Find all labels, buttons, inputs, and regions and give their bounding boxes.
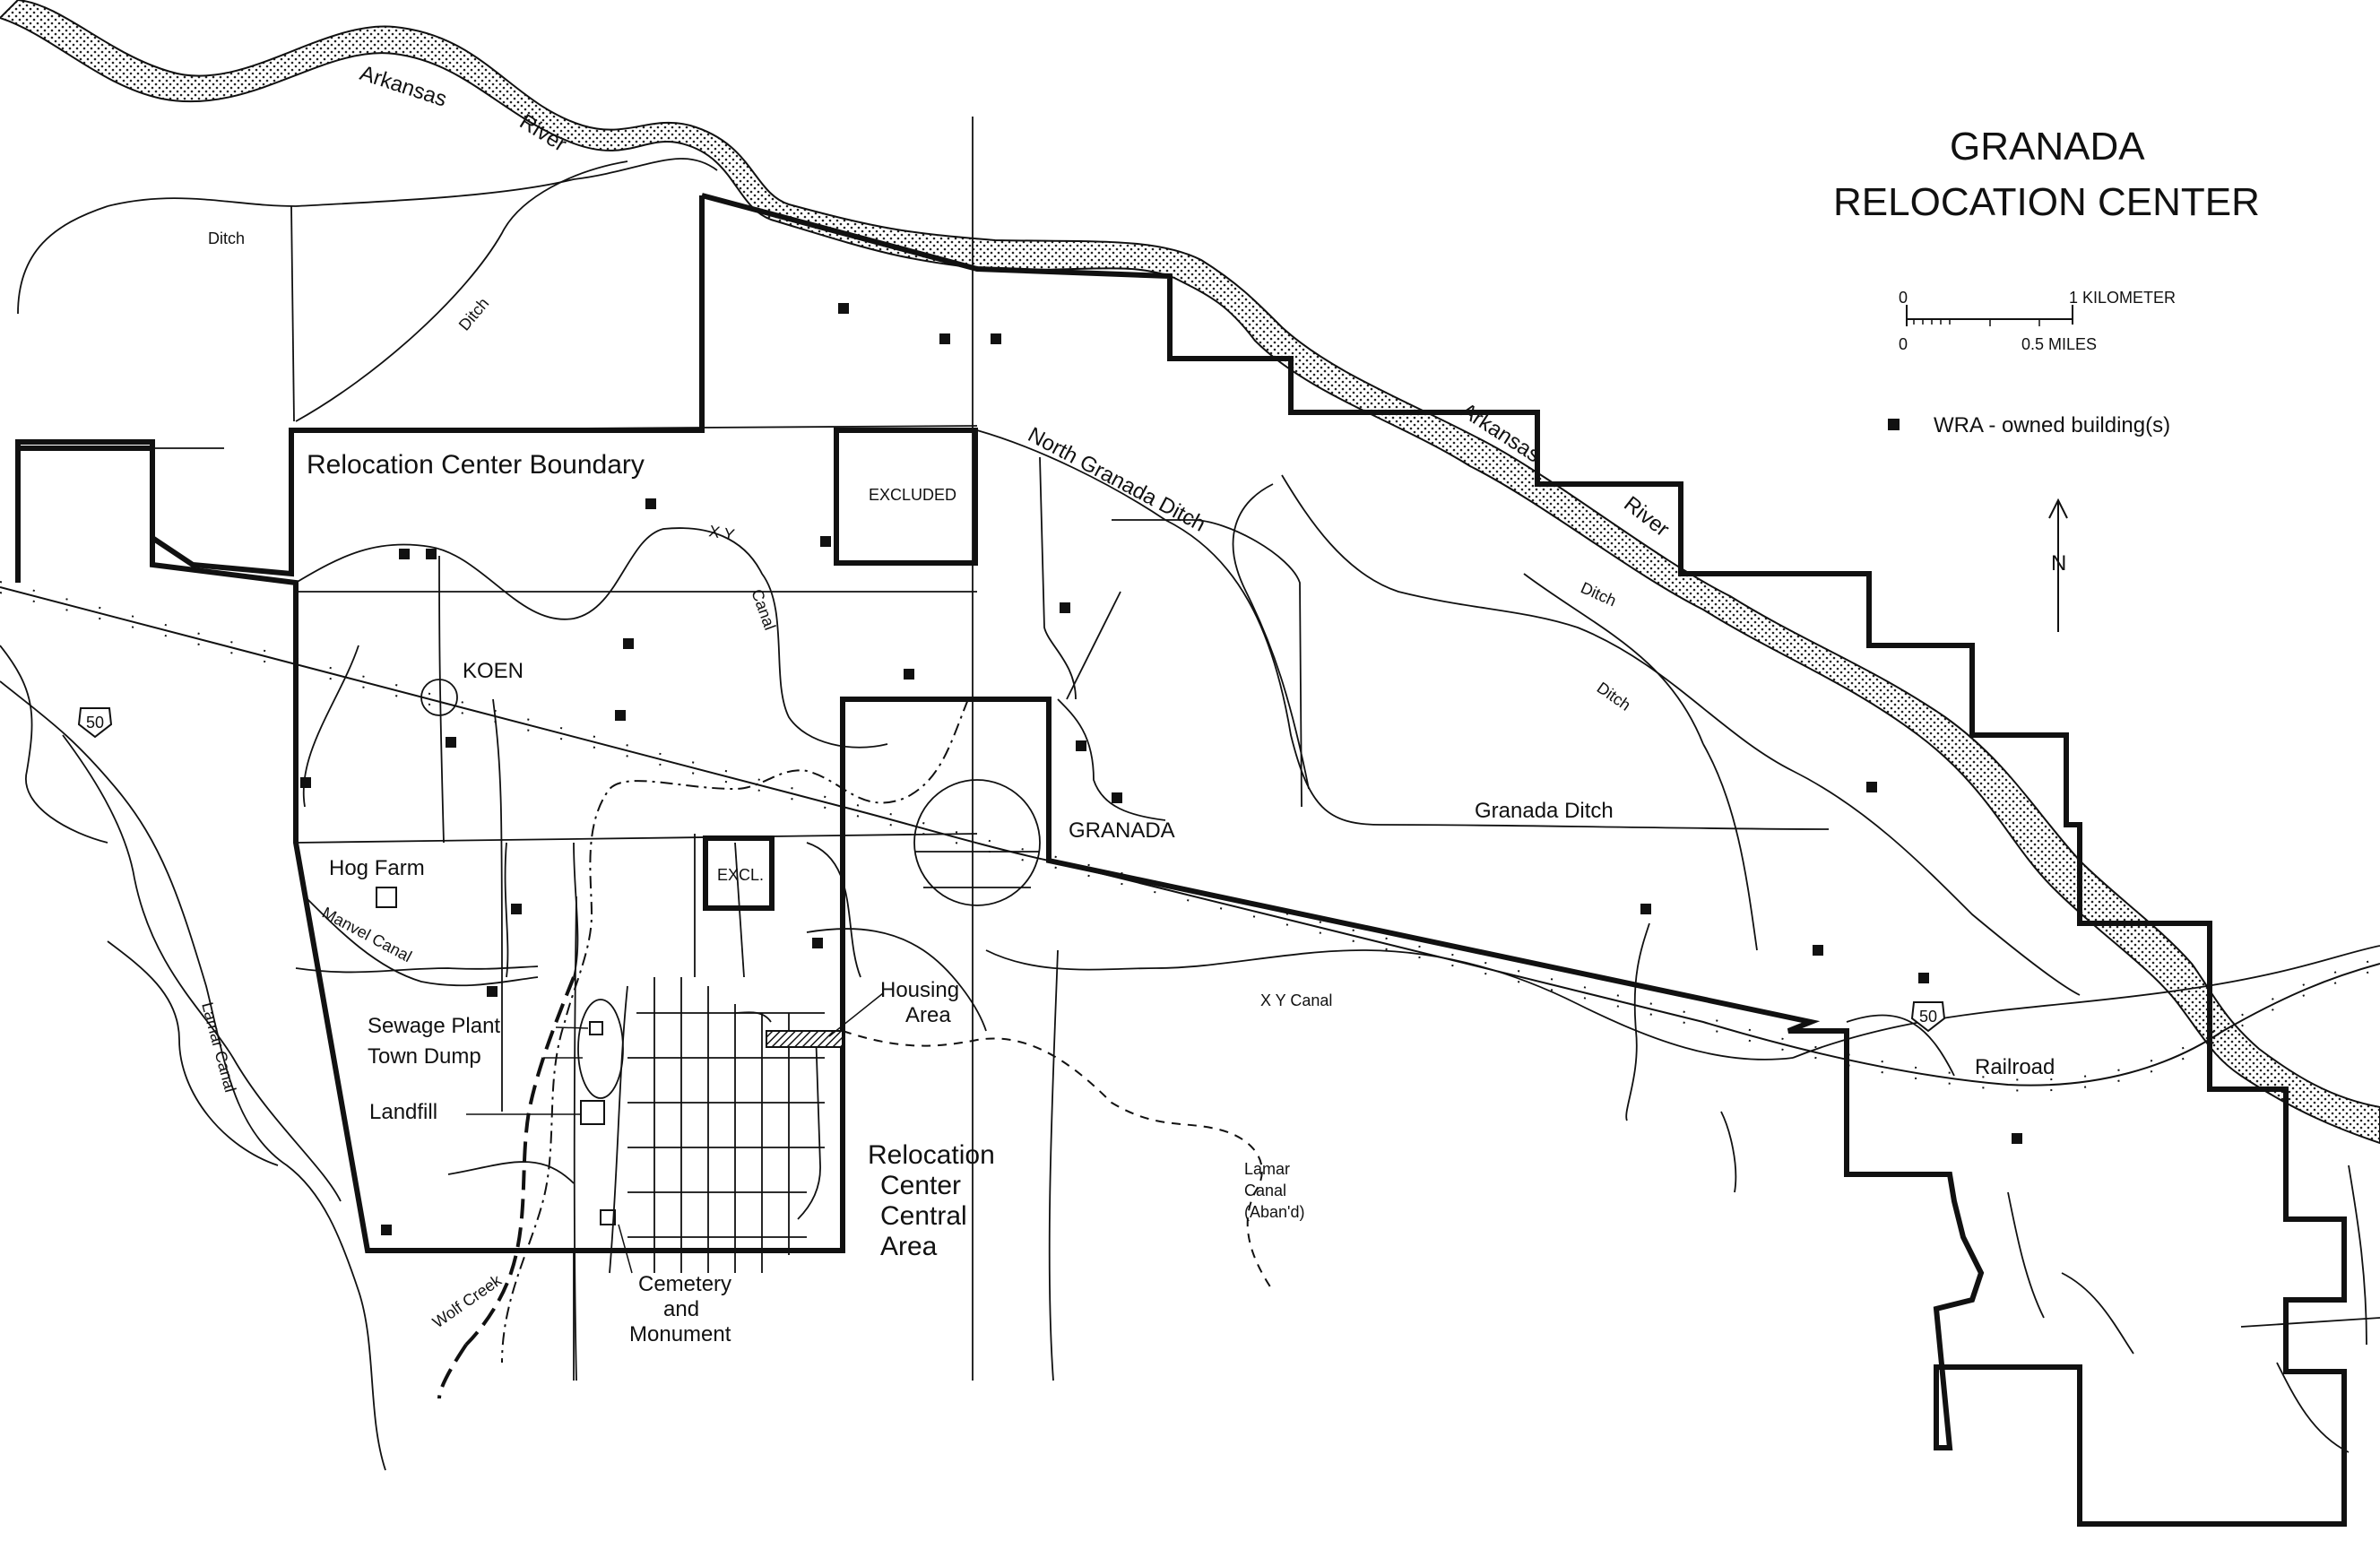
housing-area-hatch — [766, 1030, 844, 1048]
label-housing-area-2: Area — [905, 1003, 951, 1027]
excl-parcel — [703, 835, 775, 911]
label-cemetery-2: and — [663, 1297, 699, 1321]
wra-building — [1112, 792, 1122, 803]
label-canal-top: Canal — [748, 587, 779, 633]
wra-building — [381, 1225, 392, 1235]
hog-farm-square — [376, 887, 397, 908]
wra-building — [645, 498, 656, 509]
wra-building — [615, 710, 626, 721]
wra-building — [838, 303, 849, 314]
wra-building — [1076, 740, 1086, 751]
label-ditch-top: Ditch — [208, 229, 245, 247]
label-cemetery-3: Monument — [629, 1322, 731, 1346]
wra-building — [939, 333, 950, 344]
wra-building — [1640, 904, 1651, 914]
wra-building — [623, 638, 634, 649]
label-central-4: Area — [880, 1232, 938, 1261]
scale-km-zero: 0 — [1899, 289, 1908, 307]
label-arkansas-river-top: Arkansas — [357, 61, 449, 112]
us-50-shield-right: 50 — [1910, 1001, 1946, 1033]
label-ditch-right-1: Ditch — [1578, 578, 1619, 610]
sewage-plant-marker — [589, 1021, 603, 1035]
scale-mi-label: 0.5 MILES — [2021, 335, 2097, 353]
map-title-line2: RELOCATION CENTER — [1833, 180, 2260, 224]
wra-building — [812, 938, 823, 948]
boundary-west-top — [15, 195, 705, 583]
label-xy-canal: X Y Canal — [1260, 991, 1332, 1009]
label-hog-farm: Hog Farm — [329, 856, 425, 880]
label-excluded: EXCLUDED — [869, 486, 956, 504]
wra-building — [991, 333, 1001, 344]
landfill-marker — [580, 1100, 605, 1125]
label-railroad: Railroad — [1975, 1055, 2055, 1079]
wra-building — [446, 737, 456, 748]
label-xy-top: X Y — [707, 522, 736, 544]
label-manvel-canal: Manvel Canal — [319, 904, 415, 965]
wra-building — [1866, 782, 1877, 792]
label-ditch-right-2: Ditch — [1594, 679, 1634, 714]
wra-building — [511, 904, 522, 914]
map-title-line1: GRANADA — [1950, 125, 2145, 169]
label-koen: KOEN — [463, 659, 524, 683]
label-lamar-3: (Aban'd) — [1244, 1203, 1304, 1221]
north-arrow: N — [2048, 498, 2068, 632]
excluded-parcel — [834, 428, 978, 566]
railroad — [0, 581, 2380, 1092]
label-lamar-canal-left: Lamar Canal — [198, 1000, 239, 1095]
svg-text:N: N — [2051, 551, 2066, 576]
wra-building — [1060, 602, 1070, 613]
wra-building — [300, 777, 311, 788]
legend-building-icon — [1888, 419, 1900, 430]
legend: WRA - owned building(s) — [1888, 413, 2170, 437]
wra-building — [1918, 973, 1929, 983]
label-central-3: Central — [880, 1201, 967, 1231]
wra-building — [904, 669, 914, 680]
label-granada-ditch: Granada Ditch — [1475, 799, 1614, 823]
wra-building — [1813, 945, 1823, 956]
svg-text:50: 50 — [86, 714, 104, 732]
label-lamar-1: Lamar — [1244, 1160, 1290, 1178]
label-central-2: Center — [880, 1171, 961, 1200]
legend-building-label: WRA - owned building(s) — [1934, 413, 2170, 437]
label-landfill: Landfill — [369, 1100, 437, 1124]
relocation-center-boundary — [15, 193, 2347, 1527]
cemetery-marker — [600, 1209, 616, 1225]
label-granada: GRANADA — [1069, 818, 1175, 843]
wra-building — [487, 986, 498, 997]
wra-building — [820, 536, 831, 547]
label-wolf-creek: Wolf Creek — [429, 1270, 506, 1331]
dashed-lines — [437, 698, 1274, 1399]
label-lamar-2: Canal — [1244, 1182, 1286, 1199]
us-50-shield-left: 50 — [77, 707, 113, 739]
wra-building — [399, 549, 410, 559]
label-sewage-plant: Sewage Plant — [368, 1014, 500, 1038]
label-boundary: Relocation Center Boundary — [307, 450, 645, 480]
leader-lines — [466, 992, 884, 1274]
label-housing-area-1: Housing — [880, 978, 959, 1002]
wra-building — [426, 549, 437, 559]
label-ditch-diag: Ditch — [455, 294, 493, 333]
label-cemetery-1: Cemetery — [638, 1272, 731, 1296]
wra-building — [2012, 1133, 2022, 1144]
scale-bar: 0 1 KILOMETER 0 0.5 MILES — [1899, 289, 2176, 353]
label-town-dump: Town Dump — [368, 1044, 481, 1069]
scale-mi-zero: 0 — [1899, 335, 1908, 353]
label-excl: EXCL. — [717, 866, 764, 884]
svg-text:50: 50 — [1919, 1008, 1937, 1026]
wra-buildings — [300, 303, 2022, 1235]
label-central-1: Relocation — [868, 1140, 995, 1170]
scale-km-label: 1 KILOMETER — [2069, 289, 2176, 307]
